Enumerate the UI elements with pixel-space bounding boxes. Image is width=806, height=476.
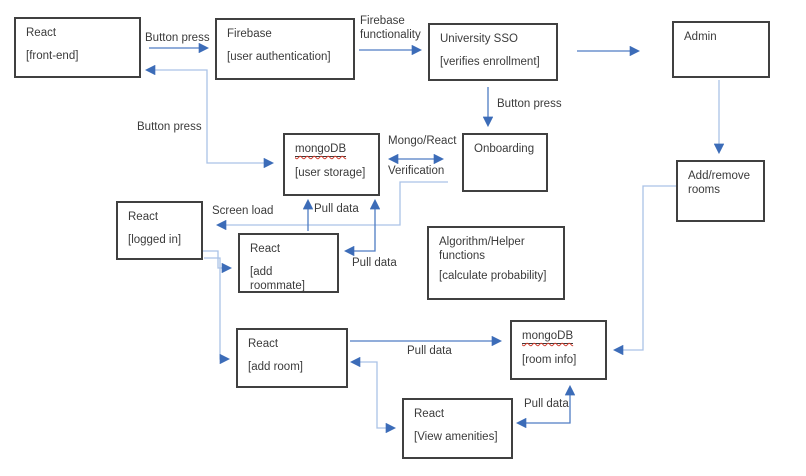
node-subtitle: [room info] — [522, 354, 577, 366]
node-title: University SSO — [440, 33, 518, 45]
connector-add-remove-rooms-to-mongodb-room — [612, 185, 676, 356]
node-title: React — [414, 408, 445, 420]
node-onboarding[interactable]: Onboarding — [462, 133, 548, 192]
node-subtitle: [View amenities] — [414, 431, 498, 443]
node-react-add-roommate[interactable]: React [add roommate] — [238, 233, 339, 293]
node-add-remove-rooms[interactable]: Add/remove rooms — [676, 160, 765, 222]
connector-screen-load-to-react-logged-in — [215, 181, 448, 231]
node-mongodb-user-storage[interactable]: mongoDB [user storage] — [283, 133, 380, 196]
node-title: React — [128, 211, 159, 223]
node-subtitle: [verifies enrollment] — [440, 56, 540, 68]
node-admin[interactable]: Admin — [672, 21, 770, 78]
mongodb-label: mongoDB — [522, 330, 574, 342]
mongodb-label: mongoDB — [295, 143, 347, 155]
arrow-pull-data-view-amenities-mongodb-room — [515, 384, 576, 429]
node-firebase[interactable]: Firebase [user authentication] — [215, 18, 355, 80]
node-subtitle: [add room] — [248, 361, 303, 373]
label-firebase-functionality: Firebase functionality — [360, 15, 421, 41]
node-react-logged-in[interactable]: React [logged in] — [116, 201, 203, 260]
node-subtitle: [calculate probability] — [439, 270, 547, 282]
connector-logged-in-to-add-room — [204, 257, 231, 365]
arrow-pull-data-mongodb-user-add-roommate — [343, 198, 381, 257]
label-pull-data-amenities: Pull data — [524, 398, 569, 410]
node-title: React — [248, 338, 279, 350]
node-title: Firebase — [227, 28, 272, 40]
node-title: mongoDB — [295, 142, 368, 157]
node-title: React — [26, 27, 57, 39]
label-pull-data-add-room: Pull data — [407, 345, 452, 357]
node-title: React — [250, 243, 281, 255]
connector-logged-in-to-add-roommate — [203, 250, 233, 274]
label-screen-load: Screen load — [212, 205, 274, 217]
label-pull-data-roommate-side: Pull data — [352, 257, 397, 269]
node-subtitle: [add roommate] — [250, 266, 305, 292]
label-pull-data-roommate-up: Pull data — [314, 203, 359, 215]
node-title: Admin — [684, 31, 717, 43]
node-algorithm-helper[interactable]: Algorithm/Helper functions [calculate pr… — [427, 226, 565, 300]
node-mongodb-room-info[interactable]: mongoDB [room info] — [510, 320, 607, 380]
node-react-frontend[interactable]: React [front-end] — [14, 17, 141, 78]
connector-button-press-mongodb-react — [144, 64, 275, 169]
node-title: mongoDB — [522, 329, 595, 344]
node-subtitle: [logged in] — [128, 234, 182, 246]
node-react-add-room[interactable]: React [add room] — [236, 328, 348, 388]
label-button-press-mongo: Button press — [137, 121, 202, 133]
node-react-view-amenities[interactable]: React [View amenities] — [402, 398, 513, 459]
label-mongo-react: Mongo/React — [388, 135, 457, 147]
node-title: Add/remove rooms — [688, 170, 751, 196]
label-button-press-sso: Button press — [497, 98, 562, 110]
node-subtitle: [user authentication] — [227, 51, 331, 63]
node-title: Onboarding — [474, 143, 535, 155]
node-title: Algorithm/Helper functions — [439, 236, 525, 262]
node-subtitle: [user storage] — [295, 167, 366, 179]
node-subtitle: [front-end] — [26, 50, 79, 62]
node-university-sso[interactable]: University SSO [verifies enrollment] — [428, 23, 558, 81]
label-button-press-top: Button press — [145, 32, 210, 44]
label-verification: Verification — [388, 165, 445, 177]
connector-add-room-view-amenities — [349, 356, 397, 434]
